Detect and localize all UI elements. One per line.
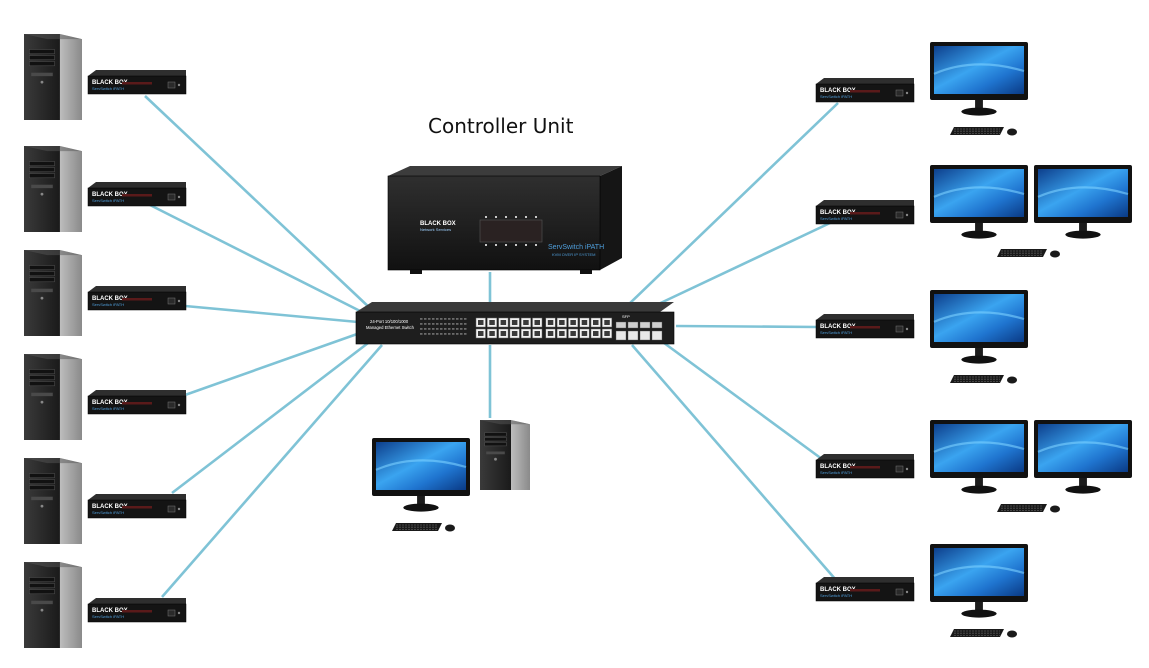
monitor-icon — [930, 165, 1028, 239]
tower-computer-icon — [24, 250, 82, 336]
tower-computer-icon — [24, 146, 82, 232]
controller-unit: BLACK BOX Network Services ServSwitch iP… — [387, 166, 622, 274]
extender-brand: BLACK BOX — [92, 296, 128, 302]
tower-computer-icon — [480, 420, 530, 490]
tower-computer-icon — [24, 562, 82, 648]
switch-ports — [475, 317, 663, 341]
extender-product: ServSwitch iPATH — [92, 510, 124, 515]
extender-product: ServSwitch iPATH — [92, 406, 124, 411]
extender-product: ServSwitch iPATH — [92, 614, 124, 619]
monitor-icon — [1034, 165, 1132, 239]
switch-label-line1: 24-Port 10/100/1000 — [370, 319, 409, 324]
controller-product-sub: KVM OVER IP SYSTEM — [552, 252, 596, 257]
keyboard-icon — [392, 523, 455, 532]
cable-left-2 — [149, 203, 367, 316]
extender-product: ServSwitch iPATH — [820, 593, 852, 598]
cable-left-1 — [144, 95, 373, 311]
ethernet-switch: 24-Port 10/100/1000 Managed Ethernet Swi… — [355, 302, 675, 345]
extender-product: ServSwitch iPATH — [92, 86, 124, 91]
monitor-icon — [372, 438, 470, 512]
cable-left-3 — [184, 304, 359, 324]
cable-left-5 — [171, 338, 373, 495]
extender-brand: BLACK BOX — [820, 88, 856, 94]
tower-computer-icon — [24, 354, 82, 440]
extender-product: ServSwitch iPATH — [820, 94, 852, 99]
cable-left-4 — [184, 331, 361, 397]
keyboard-icon — [997, 249, 1060, 258]
extender-brand: BLACK BOX — [820, 587, 856, 593]
controller-brand: BLACK BOX — [420, 221, 456, 227]
extender-product: ServSwitch iPATH — [92, 302, 124, 307]
extender-brand: BLACK BOX — [92, 504, 128, 510]
local-workstation — [372, 420, 530, 532]
right-workstations — [930, 42, 1132, 638]
tower-computer-icon — [24, 34, 82, 120]
left-computers — [24, 34, 82, 648]
extender-brand: BLACK BOX — [820, 464, 856, 470]
extender-product: ServSwitch iPATH — [820, 330, 852, 335]
keyboard-icon — [950, 629, 1017, 638]
monitor-icon — [930, 290, 1028, 364]
tower-computer-icon — [24, 458, 82, 544]
switch-label-line2: Managed Ethernet Switch — [366, 325, 415, 330]
monitor-icon — [930, 544, 1028, 618]
extender-product: ServSwitch iPATH — [92, 198, 124, 203]
cable-right-3 — [675, 324, 819, 329]
extender-product: ServSwitch iPATH — [820, 470, 852, 475]
keyboard-icon — [950, 375, 1017, 384]
extender-brand: BLACK BOX — [820, 210, 856, 216]
cable-left-6 — [161, 344, 383, 598]
keyboard-icon — [997, 504, 1060, 513]
controller-brand-sub: Network Services — [420, 227, 451, 232]
extender-product: ServSwitch iPATH — [820, 216, 852, 221]
extender-brand: BLACK BOX — [92, 608, 128, 614]
controller-product: ServSwitch iPATH — [548, 244, 604, 251]
cable-right-5 — [631, 344, 837, 581]
monitor-icon — [930, 42, 1028, 116]
monitor-icon — [930, 420, 1028, 494]
monitor-icon — [1034, 420, 1132, 494]
extender-brand: BLACK BOX — [92, 80, 128, 86]
keyboard-icon — [950, 127, 1017, 136]
extender-brand: BLACK BOX — [92, 192, 128, 198]
cable-right-1 — [627, 102, 839, 306]
cables — [144, 95, 839, 598]
extender-brand: BLACK BOX — [92, 400, 128, 406]
extender-brand: BLACK BOX — [820, 324, 856, 330]
cable-right-2 — [649, 221, 831, 310]
switch-sfp-label: SFP — [622, 314, 630, 319]
diagram-title: Controller Unit — [428, 114, 574, 138]
cable-right-4 — [659, 338, 827, 464]
